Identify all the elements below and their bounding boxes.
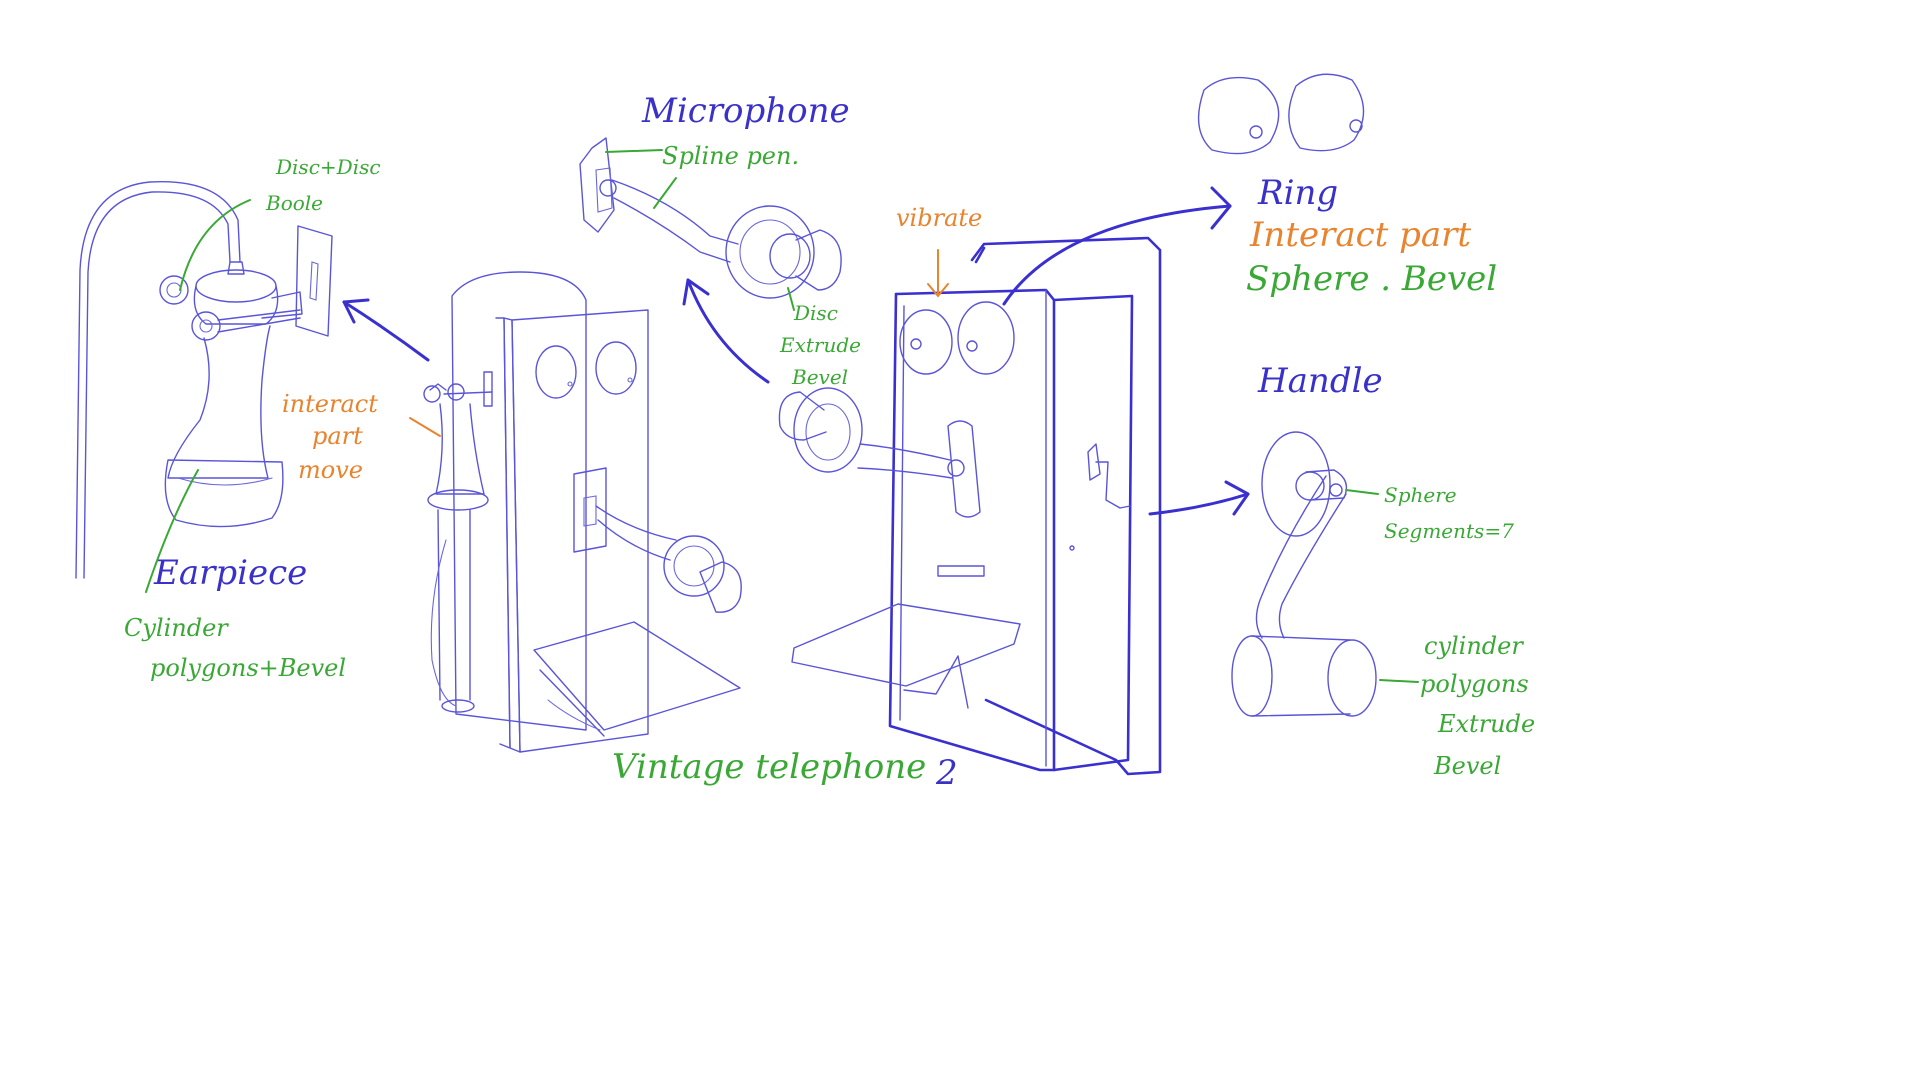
arrow-to-microphone: [686, 278, 770, 384]
footer-number: 2: [935, 753, 958, 793]
cylinder-desc-3: Extrude: [1437, 710, 1535, 738]
microphone-desc: Spline pen.: [662, 142, 799, 170]
cylinder-desc-1: cylinder: [1424, 632, 1524, 660]
disc-bool-label-2: Boole: [265, 191, 323, 215]
disc-desc-3: Bevel: [791, 365, 848, 389]
sphere-desc-2: Segments=7: [1384, 519, 1514, 543]
disc-bool-label-1: Disc+Disc: [275, 155, 381, 179]
interact-move-label-2: part: [312, 422, 363, 450]
earpiece-desc-1: Cylinder: [124, 614, 229, 642]
handle-sketch: [1231, 431, 1377, 717]
ring-title: Ring: [1257, 173, 1338, 213]
handle-title: Handle: [1257, 361, 1383, 401]
microphone-sketch: [579, 137, 842, 299]
earpiece-sketch: [75, 180, 333, 579]
microphone-title: Microphone: [641, 91, 850, 131]
cylinder-desc-4: Bevel: [1433, 752, 1501, 780]
telephone-1-sketch: [423, 271, 742, 753]
earpiece-desc-2: polygons+Bevel: [150, 654, 346, 682]
leader-lines: [145, 149, 1419, 683]
connector-arrows: [342, 186, 1250, 516]
labels: Disc+Disc Boole interact part move Earpi…: [124, 91, 1535, 793]
arrow-to-ring: [1002, 204, 1232, 306]
disc-desc-2: Extrude: [779, 333, 861, 357]
ring-interact-label: Interact part: [1249, 215, 1471, 255]
ring-bells-sketch: [1197, 73, 1365, 155]
interact-move-label-1: interact: [282, 390, 378, 418]
footer-title: Vintage telephone: [612, 747, 926, 787]
disc-desc-1: Disc: [793, 301, 838, 325]
arrow-to-earpiece: [342, 300, 430, 362]
sketch-canvas: Disc+Disc Boole interact part move Earpi…: [75, 73, 1535, 793]
telephone-2-sketch: [778, 236, 1162, 776]
earpiece-title: Earpiece: [153, 553, 307, 593]
cylinder-desc-2: polygons: [1420, 670, 1529, 698]
arrow-to-handle: [1148, 492, 1250, 516]
ring-desc: Sphere . Bevel: [1246, 259, 1497, 299]
interact-move-label-3: move: [298, 456, 363, 484]
sphere-desc-1: Sphere: [1384, 483, 1457, 507]
vibrate-label: vibrate: [896, 204, 982, 232]
